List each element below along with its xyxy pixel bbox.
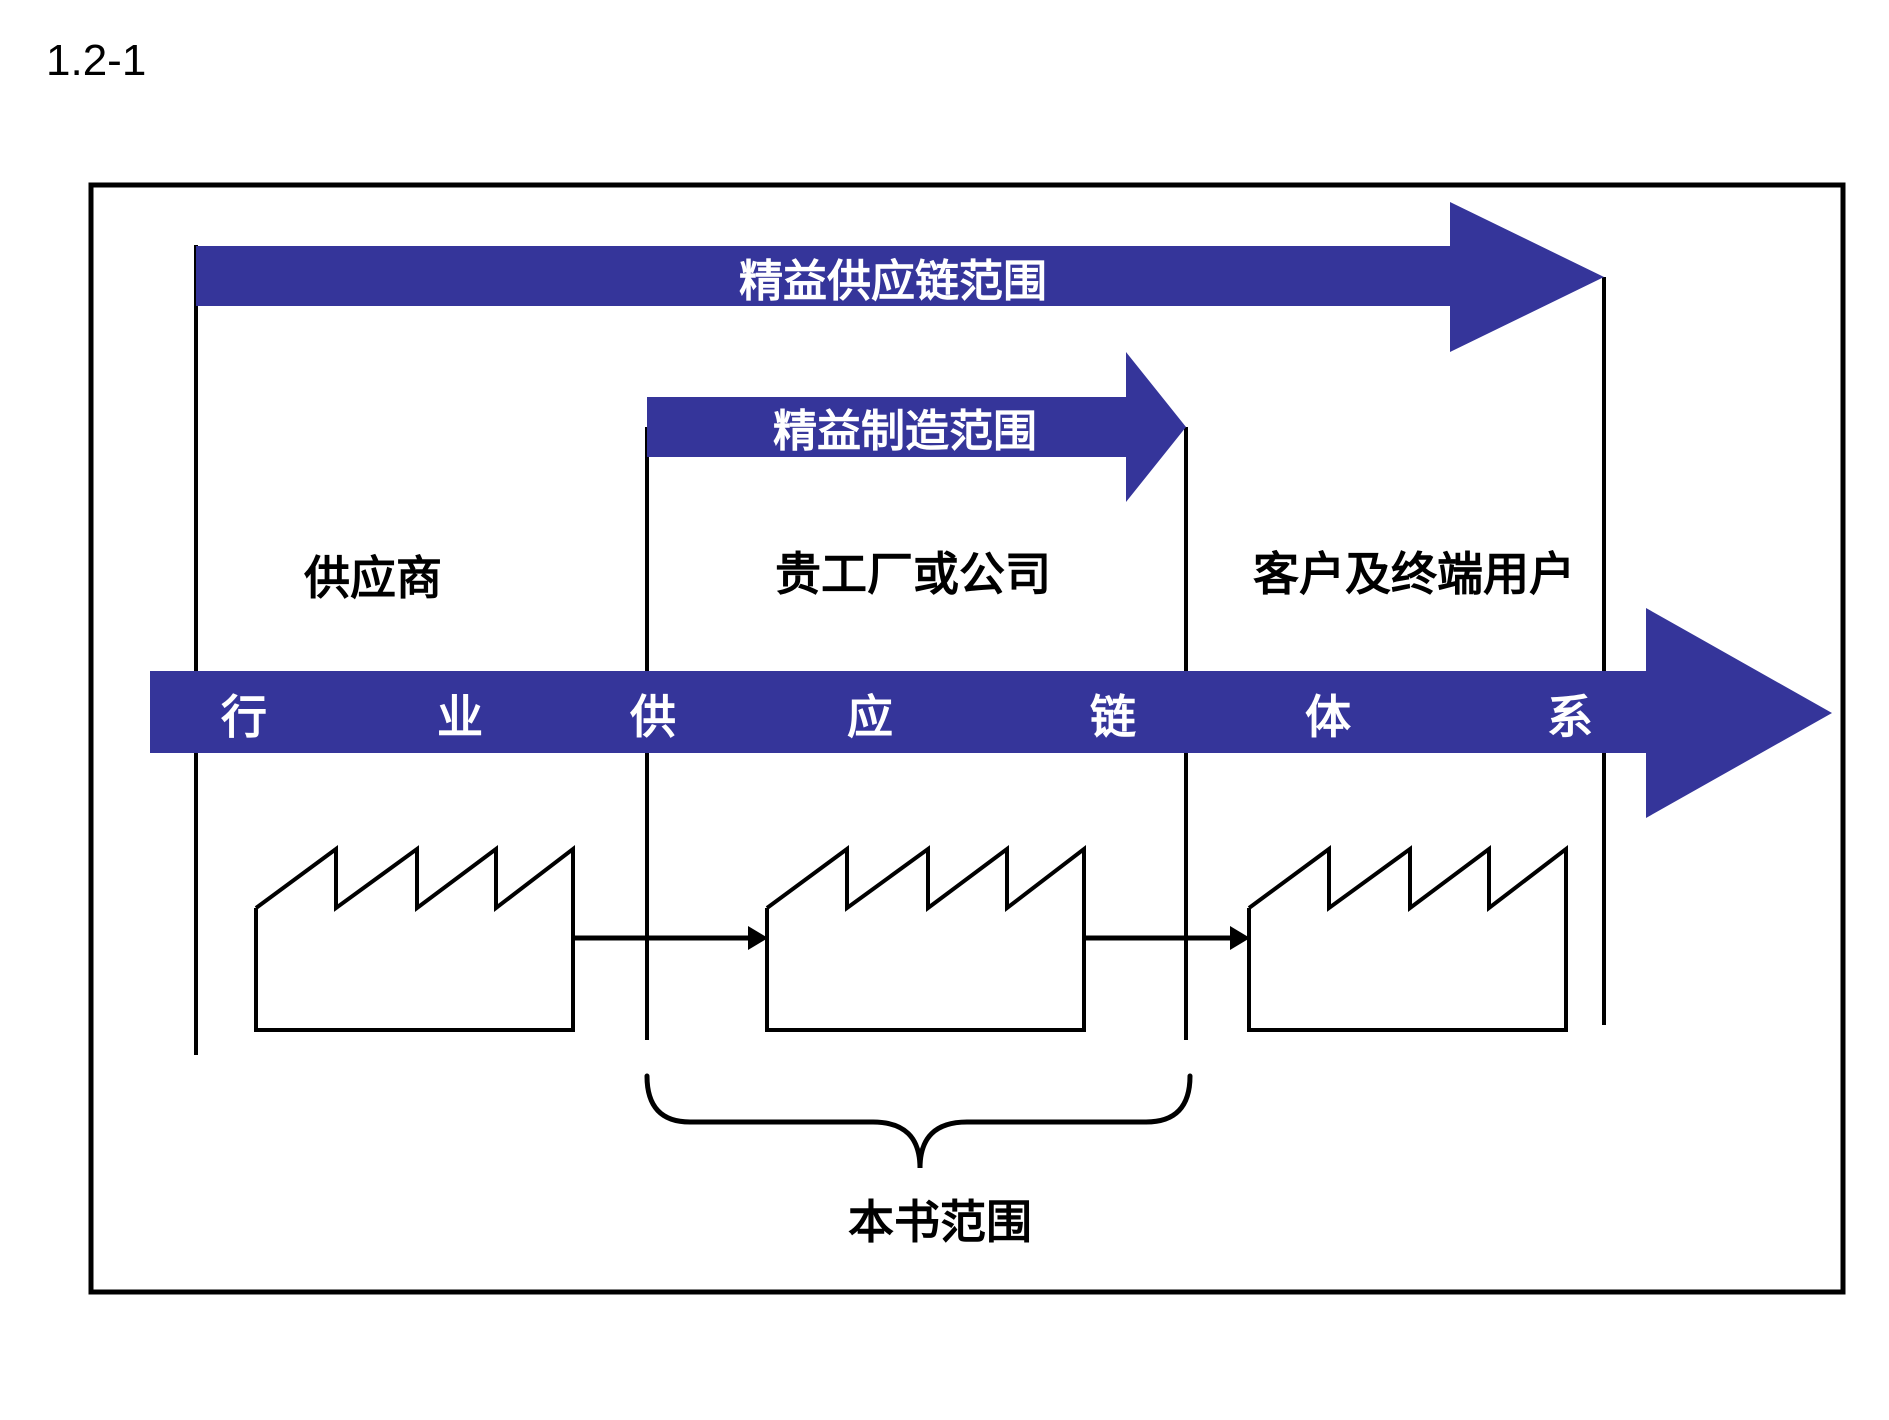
lean-supply-chain-label: 精益供应链范围 [739, 256, 1047, 307]
section-label-customer: 客户及终端用户 [1253, 547, 1575, 601]
scope-brace [644, 1073, 1193, 1169]
industry-chain-char: 行 [221, 690, 267, 744]
industry-chain-char: 应 [847, 690, 893, 744]
section-label-your-company: 贵工厂或公司 [775, 547, 1051, 601]
factory-icon [254, 844, 575, 1032]
factory-icon [1247, 844, 1568, 1032]
flow-arrow-1-head [748, 926, 768, 950]
industry-chain-char: 供 [630, 690, 676, 744]
lean-manufacturing-label: 精益制造范围 [773, 406, 1037, 457]
diagram-frame [88, 182, 1846, 1295]
industry-chain-char: 系 [1547, 690, 1593, 744]
industry-chain-characters: 行 业 供 应 链 体 系 [221, 690, 1593, 744]
lean-manufacturing-arrow [647, 352, 1186, 502]
lean-supply-chain-arrow [196, 202, 1604, 352]
figure-label: 1.2-1 [46, 36, 147, 85]
industry-chain-char: 业 [437, 690, 483, 744]
section-label-supplier: 供应商 [304, 551, 442, 605]
industry-chain-arrow [150, 608, 1832, 818]
scope-label: 本书范围 [848, 1195, 1032, 1249]
flow-arrow-2-head [1230, 926, 1250, 950]
industry-chain-char: 链 [1090, 690, 1136, 744]
factory-icon [765, 844, 1086, 1032]
industry-chain-char: 体 [1305, 690, 1351, 744]
